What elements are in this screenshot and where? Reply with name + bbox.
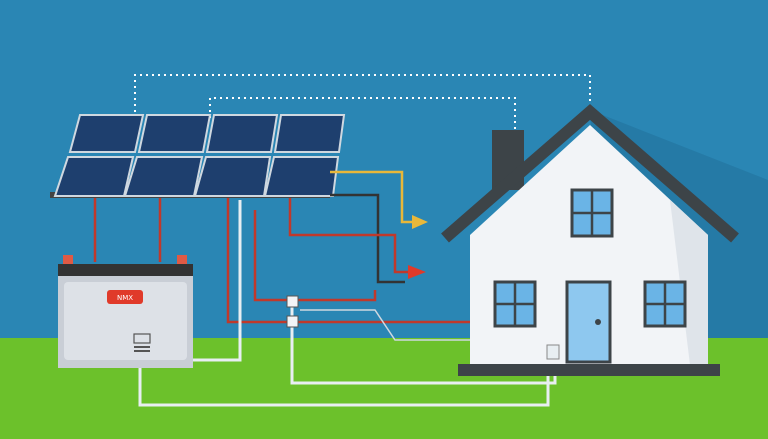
arrow-icon	[412, 215, 428, 229]
solar-panel-icon	[263, 156, 340, 197]
solar-panel-icon	[137, 114, 212, 153]
solar-panel-icon	[123, 156, 204, 197]
solar-panel-icon	[205, 114, 279, 153]
wire-white	[300, 309, 470, 341]
door	[565, 280, 612, 364]
solar-panel-array	[53, 114, 346, 197]
house-wall-shade	[670, 200, 708, 365]
junction-box	[286, 315, 299, 328]
wire-red	[226, 198, 470, 324]
wire-red	[253, 210, 377, 302]
house-base	[458, 364, 720, 376]
battery-label-badge	[107, 290, 143, 304]
door-knob	[595, 319, 601, 325]
solar-panel-icon	[53, 156, 135, 197]
wire-yellow	[330, 170, 415, 224]
wire-red	[288, 198, 410, 274]
signal-line	[134, 74, 591, 118]
solar-panel-icon	[273, 114, 346, 153]
outlet-icon	[546, 344, 560, 360]
wire-dark	[330, 193, 405, 284]
house-icon	[441, 104, 739, 376]
wire-white	[138, 200, 550, 407]
battery-label: NMX	[117, 294, 133, 302]
arrow-icon	[408, 265, 426, 279]
solar-panel-icon	[193, 156, 272, 197]
junction-box	[286, 295, 299, 308]
roof	[441, 104, 739, 243]
solar-panel-icon	[68, 114, 145, 153]
battery-icon: NMX	[58, 255, 193, 368]
